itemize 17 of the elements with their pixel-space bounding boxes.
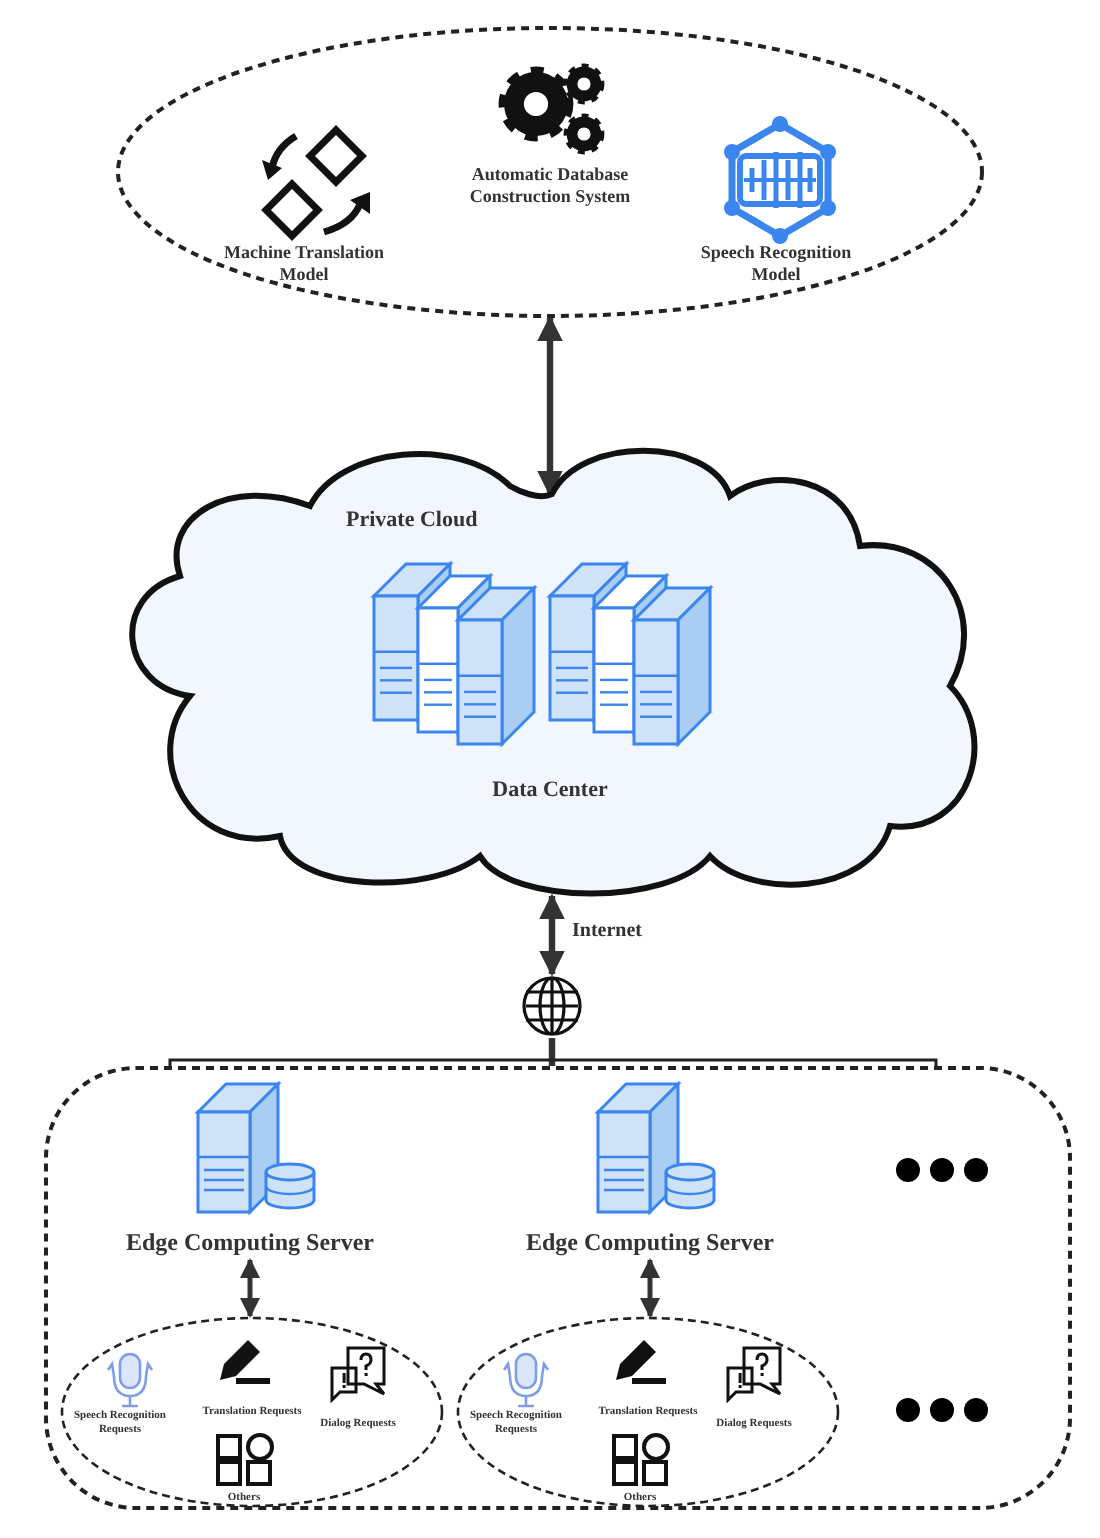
request-ellipse xyxy=(456,1316,840,1508)
node-label: Machine Translation Model xyxy=(214,242,394,298)
request-ellipse xyxy=(60,1316,444,1508)
cloud-title: Private Cloud xyxy=(346,508,478,534)
edge-layer-panel xyxy=(44,1066,1072,1510)
double-arrow xyxy=(240,1258,260,1318)
edge-label: Internet xyxy=(572,919,642,942)
node-label: Speech Recognition Model xyxy=(686,242,866,298)
model-ellipse xyxy=(116,26,984,318)
globe-icon xyxy=(520,974,584,1038)
double-arrow xyxy=(539,893,565,977)
connector-line xyxy=(548,1038,556,1066)
node-label: Edge Computing Server xyxy=(100,1228,400,1260)
node-label: Data Center xyxy=(450,778,650,810)
double-arrow xyxy=(640,1258,660,1318)
node-label: Automatic Database Construction System xyxy=(424,164,676,216)
node-label: Edge Computing Server xyxy=(500,1228,800,1260)
